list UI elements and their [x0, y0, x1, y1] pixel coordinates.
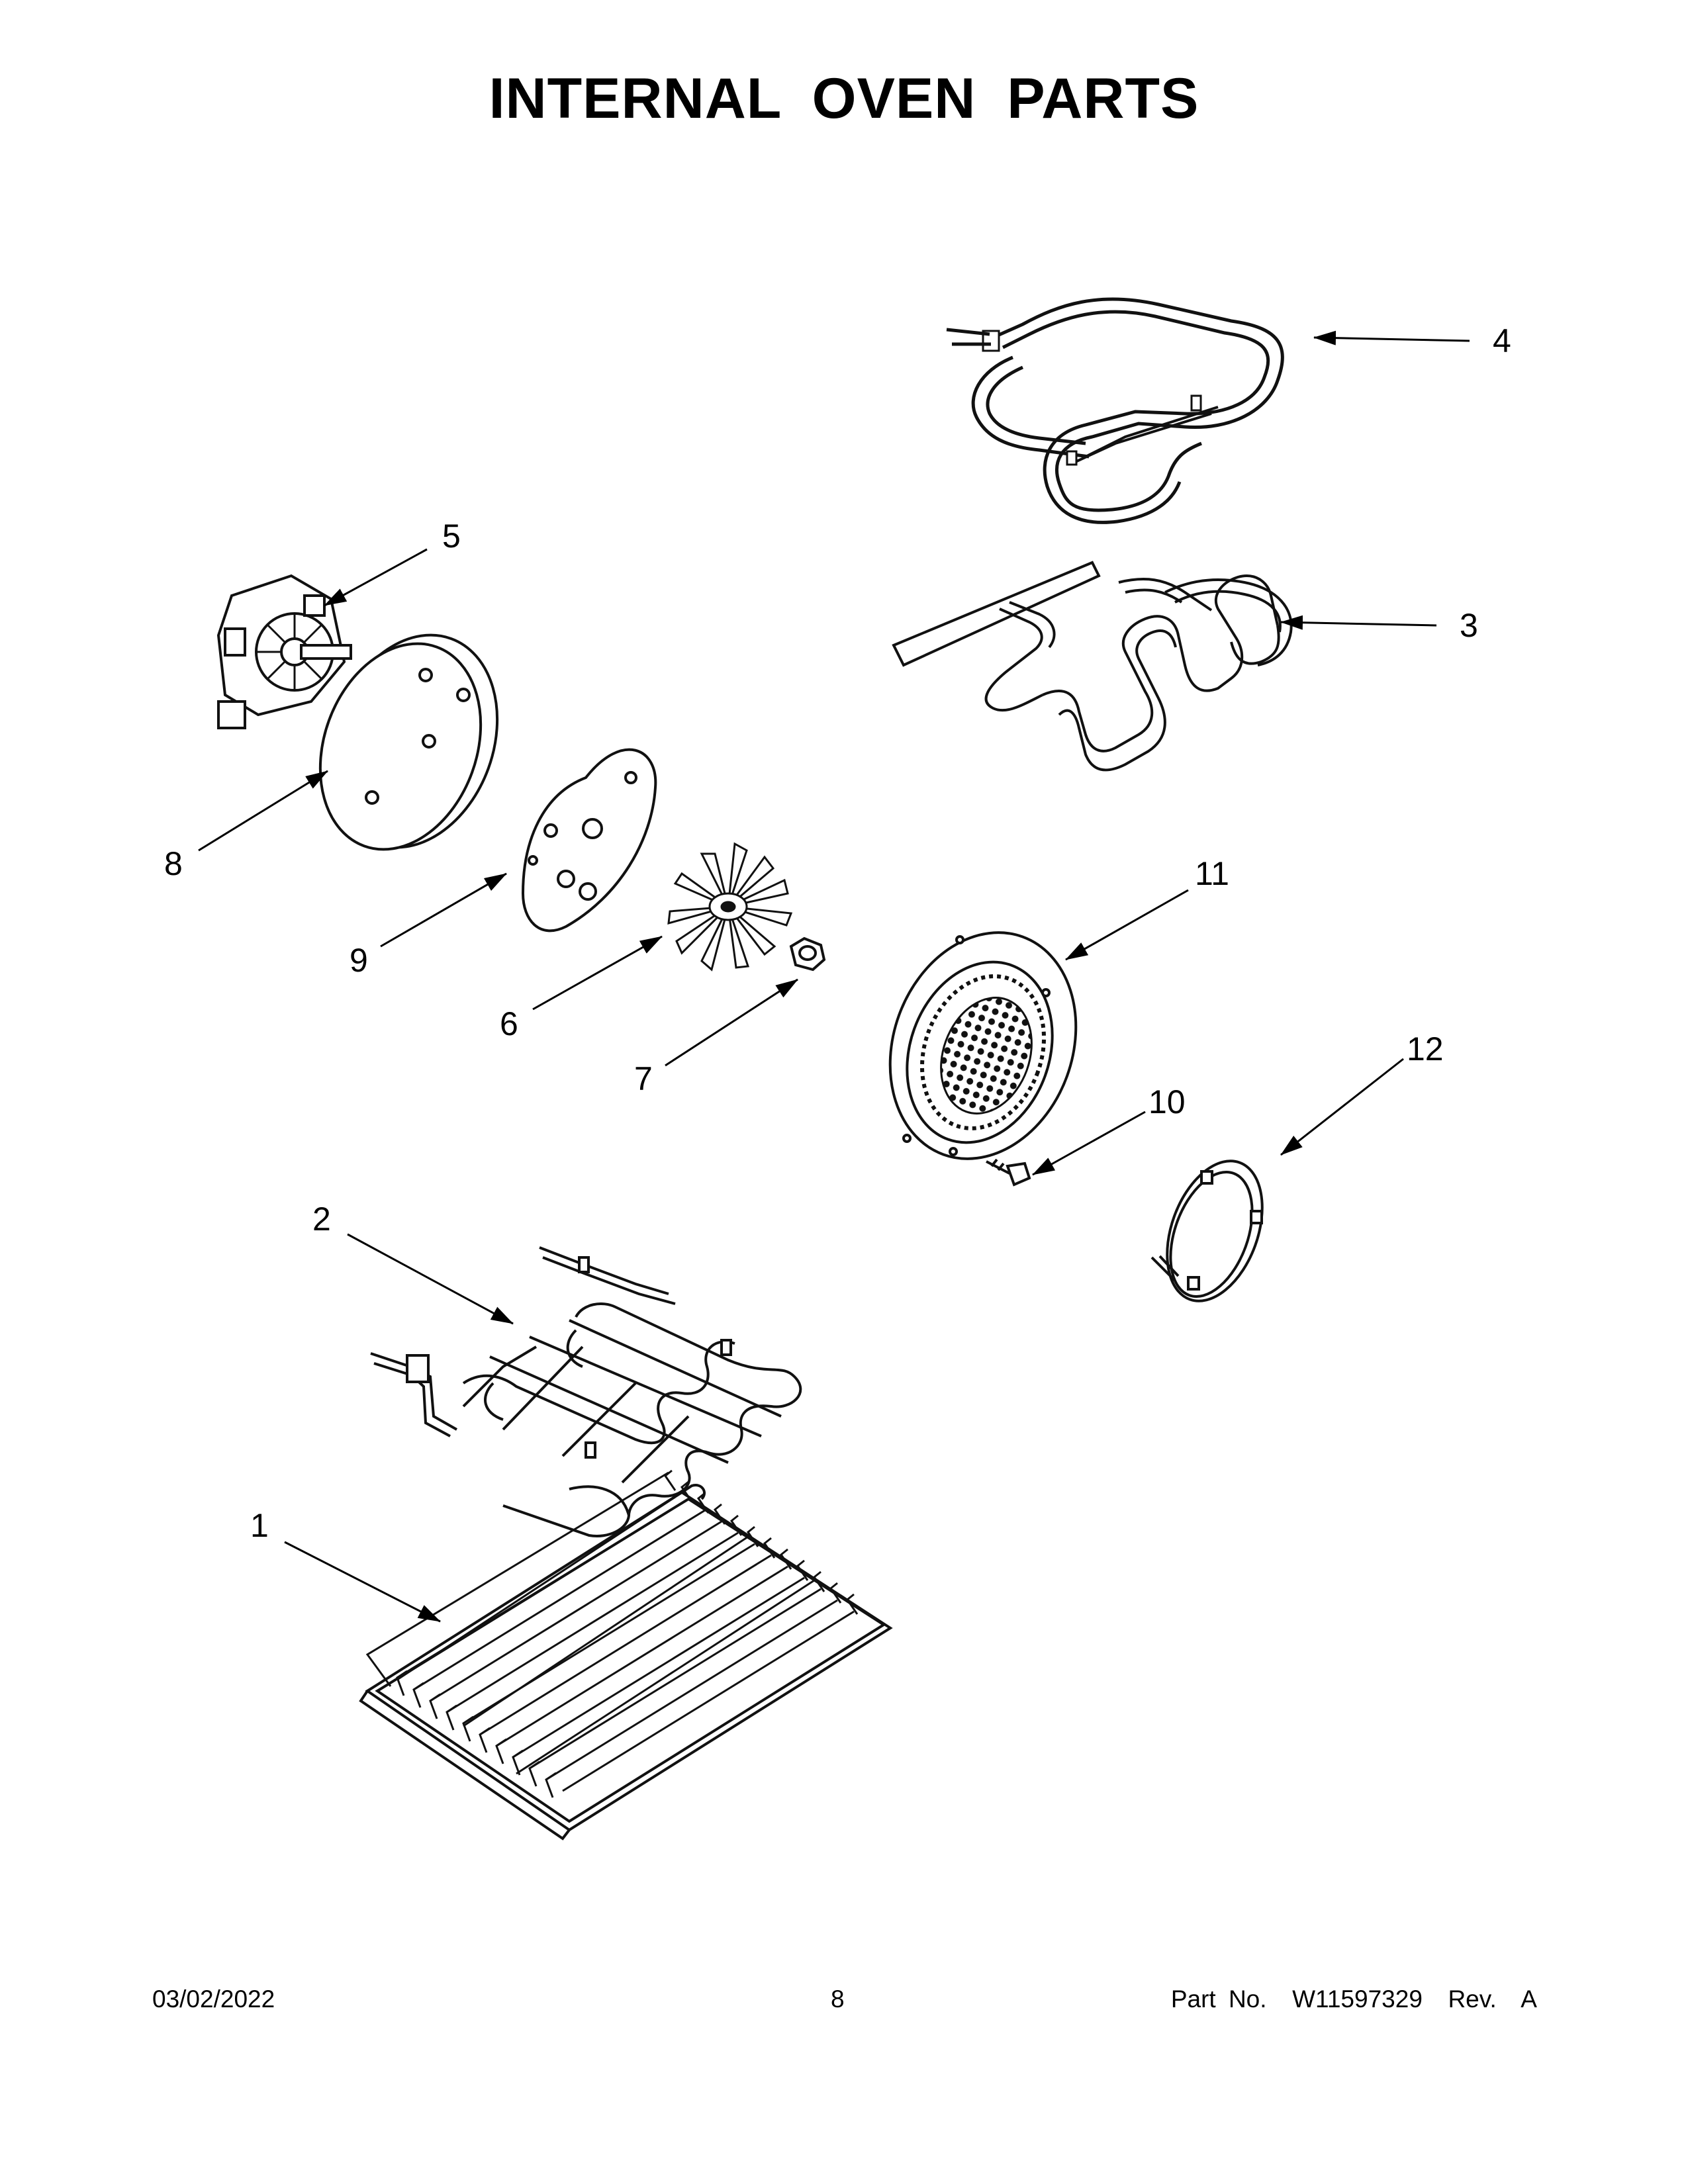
leader-8 — [198, 770, 328, 852]
hidden-bake-element — [370, 1246, 802, 1537]
convection-fan-motor — [216, 574, 352, 729]
leader-9 — [380, 872, 507, 948]
callout-10: 10 — [1149, 1083, 1186, 1120]
oven-rack — [359, 1469, 893, 1841]
callout-6: 6 — [500, 1005, 518, 1042]
footer-part-number: Part No. W11597329 Rev. A — [1170, 1985, 1537, 2013]
convection-fan-blade — [667, 842, 793, 972]
callout-1: 1 — [250, 1507, 269, 1544]
callout-11: 11 — [1195, 855, 1229, 892]
callout-9: 9 — [350, 942, 368, 979]
footer-page-number: 8 — [831, 1985, 845, 2013]
convection-element — [1150, 1160, 1264, 1302]
leader-5 — [324, 548, 428, 607]
callout-12: 12 — [1407, 1030, 1444, 1068]
convection-fan-cover — [888, 931, 1078, 1160]
leader-4 — [1313, 330, 1470, 345]
callout-7: 7 — [634, 1060, 653, 1097]
callout-4: 4 — [1493, 322, 1511, 359]
broil-element — [946, 297, 1284, 524]
mounting-screw — [986, 1158, 1031, 1187]
fan-nut — [789, 936, 826, 972]
leader-1 — [284, 1541, 441, 1623]
callout-8: 8 — [164, 845, 183, 882]
motor-shield-disc — [318, 633, 499, 851]
bake-element — [892, 561, 1293, 772]
leader-11 — [1065, 889, 1189, 961]
callout-2: 2 — [312, 1201, 331, 1238]
fan-baffle-plate — [521, 748, 657, 933]
footer-date: 03/02/2022 — [152, 1985, 275, 2013]
leader-7 — [665, 978, 798, 1067]
leader-10 — [1032, 1111, 1146, 1176]
callout-5: 5 — [442, 518, 461, 555]
leader-6 — [532, 935, 663, 1011]
leader-2 — [347, 1233, 514, 1325]
leader-12 — [1280, 1058, 1404, 1156]
page-title: INTERNAL OVEN PARTS — [489, 67, 1199, 130]
leader-3 — [1280, 615, 1437, 630]
leader-lines — [198, 330, 1470, 1623]
callout-3: 3 — [1460, 607, 1478, 644]
